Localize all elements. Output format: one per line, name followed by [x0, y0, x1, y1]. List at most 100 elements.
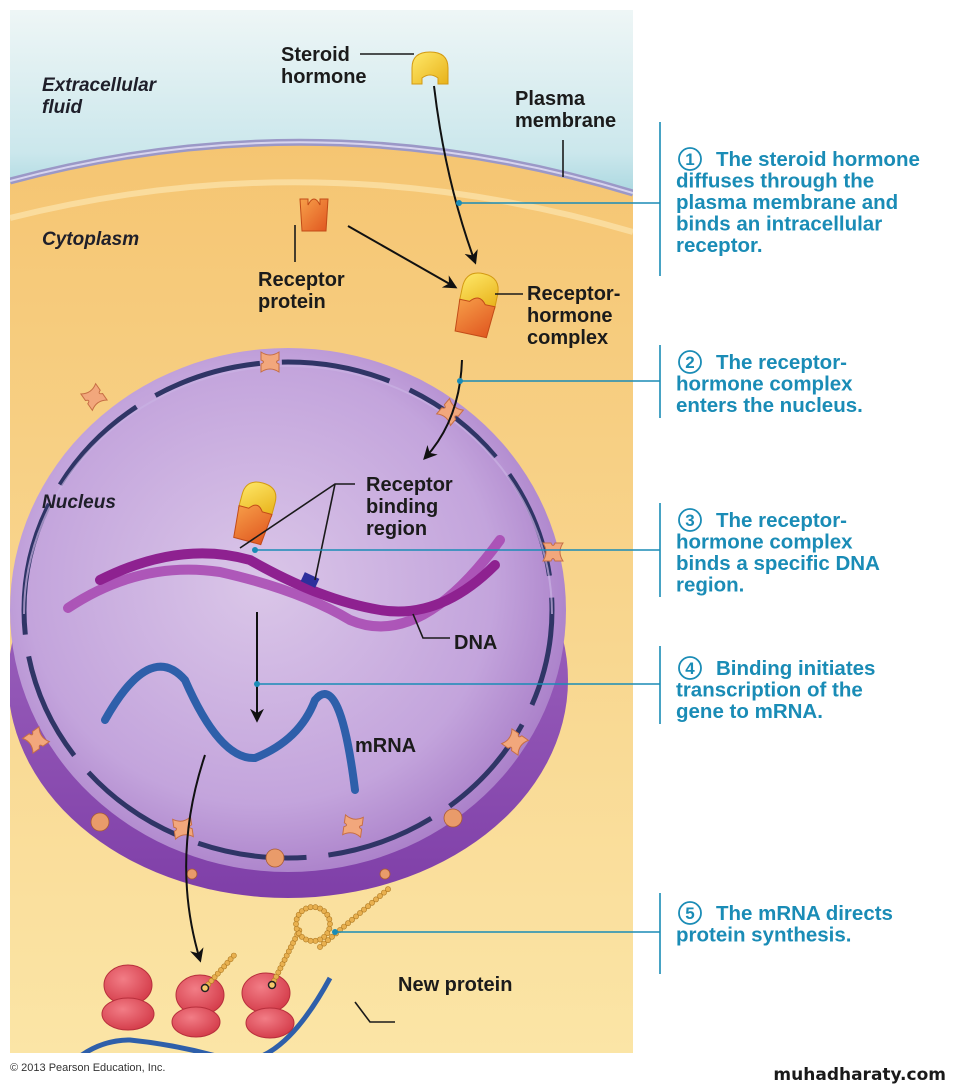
- steroid-hormone-molecule: [411, 51, 449, 85]
- callout-step-2: [457, 345, 661, 418]
- amino-acid-bead: [365, 903, 371, 910]
- callout-step-3: [252, 503, 661, 597]
- step-number: 1: [685, 150, 694, 169]
- amino-acid-bead: [326, 916, 333, 923]
- step-callouts: [252, 122, 661, 974]
- pore-rosette: [90, 812, 110, 832]
- step-number: 5: [685, 904, 694, 923]
- amino-acid-bead: [381, 889, 387, 896]
- amino-acid-bead: [324, 930, 331, 937]
- amino-acid-bead: [295, 911, 302, 918]
- receptor-hormone-complex-molecule: [454, 272, 499, 339]
- step-number: 3: [685, 511, 694, 530]
- nuclear-pore: [500, 727, 530, 757]
- nuclear-pore: [79, 382, 109, 412]
- arrow-receptor-to-complex: [347, 225, 458, 289]
- amino-acid-bead: [327, 921, 333, 927]
- amino-acid-bead: [357, 910, 363, 916]
- receptor-binding-region-label: Receptor binding region: [366, 474, 458, 540]
- steroid-hormone-label: Steroid hormone: [281, 44, 367, 88]
- amino-acid-bead: [298, 908, 305, 915]
- cytoplasm-label: Cytoplasm: [42, 229, 139, 250]
- amino-acid-bead: [341, 923, 347, 930]
- step-number-circle: [678, 901, 702, 925]
- step-number-circle: [678, 508, 702, 532]
- pore-rosette: [443, 808, 463, 828]
- amino-acid-bead: [293, 925, 300, 932]
- nuclear-pore: [260, 351, 280, 373]
- arrow-hormone-to-complex: [433, 85, 478, 265]
- amino-acid-bead: [298, 933, 305, 940]
- callout-step-4: [254, 646, 661, 724]
- amino-acid-bead: [353, 913, 359, 920]
- amino-acid-bead: [369, 899, 375, 906]
- amino-acid-bead: [321, 933, 328, 940]
- amino-acid-bead: [208, 977, 215, 984]
- amino-acid-bead: [303, 936, 309, 943]
- ribosome: [101, 964, 155, 1031]
- nucleus: [10, 348, 568, 898]
- step-number: 2: [685, 353, 694, 372]
- ribosome: [171, 974, 225, 1038]
- amino-acid-bead: [214, 970, 221, 977]
- step-number-circle: [678, 656, 702, 680]
- process-arrows: [185, 85, 478, 963]
- amino-acid-bead: [230, 952, 237, 959]
- extracellular-fluid-label: Extracellular fluid: [42, 75, 161, 118]
- amino-acid-bead: [224, 959, 231, 966]
- amino-acid-bead: [361, 906, 367, 913]
- mrna-label: mRNA: [355, 735, 416, 757]
- amino-acid-bead: [211, 974, 218, 981]
- new-protein-label: New protein: [398, 974, 512, 996]
- amino-acid-bead: [218, 967, 224, 973]
- pore-rosette: [265, 848, 285, 868]
- amino-acid-bead: [221, 963, 228, 970]
- label-leaders: [239, 53, 564, 1023]
- dna-helix: [63, 535, 505, 632]
- receptor-binding-site: [300, 572, 320, 588]
- amino-acid-bead: [317, 905, 323, 912]
- dna-label: DNA: [454, 632, 497, 654]
- mrna-strand: [101, 662, 359, 794]
- amino-acid-bead: [345, 920, 351, 927]
- amino-acid-bead: [317, 944, 323, 950]
- nuclear-pore: [21, 725, 51, 755]
- amino-acid-bead: [227, 956, 234, 963]
- callout-step-5: [332, 893, 661, 974]
- nuclear-pore: [542, 542, 564, 562]
- amino-acid-bead: [329, 933, 335, 940]
- arrow-complex-to-nucleus: [423, 359, 463, 461]
- watermark: muhadharaty.com: [773, 1065, 946, 1085]
- plasma-membrane-label: Plasma membrane: [515, 88, 616, 132]
- receptor-protein-label: Receptor protein: [258, 269, 350, 313]
- amino-acid-bead: [312, 937, 319, 944]
- nuclear-pore: [342, 813, 364, 839]
- complex-on-dna: [233, 481, 277, 546]
- amino-acid-bead: [307, 904, 314, 911]
- amino-acid-bead: [385, 886, 391, 893]
- nucleus-label: Nucleus: [42, 492, 116, 513]
- cell-panel: [10, 10, 633, 1053]
- amino-acid-bead: [321, 908, 328, 915]
- step-number-circle: [678, 147, 702, 171]
- step-number-circle: [678, 350, 702, 374]
- ribosome: [241, 972, 295, 1039]
- amino-acid-bead: [373, 896, 379, 903]
- step-number: 4: [685, 659, 695, 678]
- amino-acid-bead: [377, 893, 383, 899]
- arrow-mrna-to-ribosome: [185, 754, 206, 963]
- ribosomes: [101, 964, 295, 1039]
- amino-acid-bead: [325, 937, 331, 944]
- receptor-hormone-complex-label: Receptor- hormone complex: [527, 283, 626, 349]
- cytoplasmic-mrna: [80, 976, 333, 1053]
- pore-rosette: [186, 868, 198, 880]
- nuclear-pore: [435, 397, 465, 427]
